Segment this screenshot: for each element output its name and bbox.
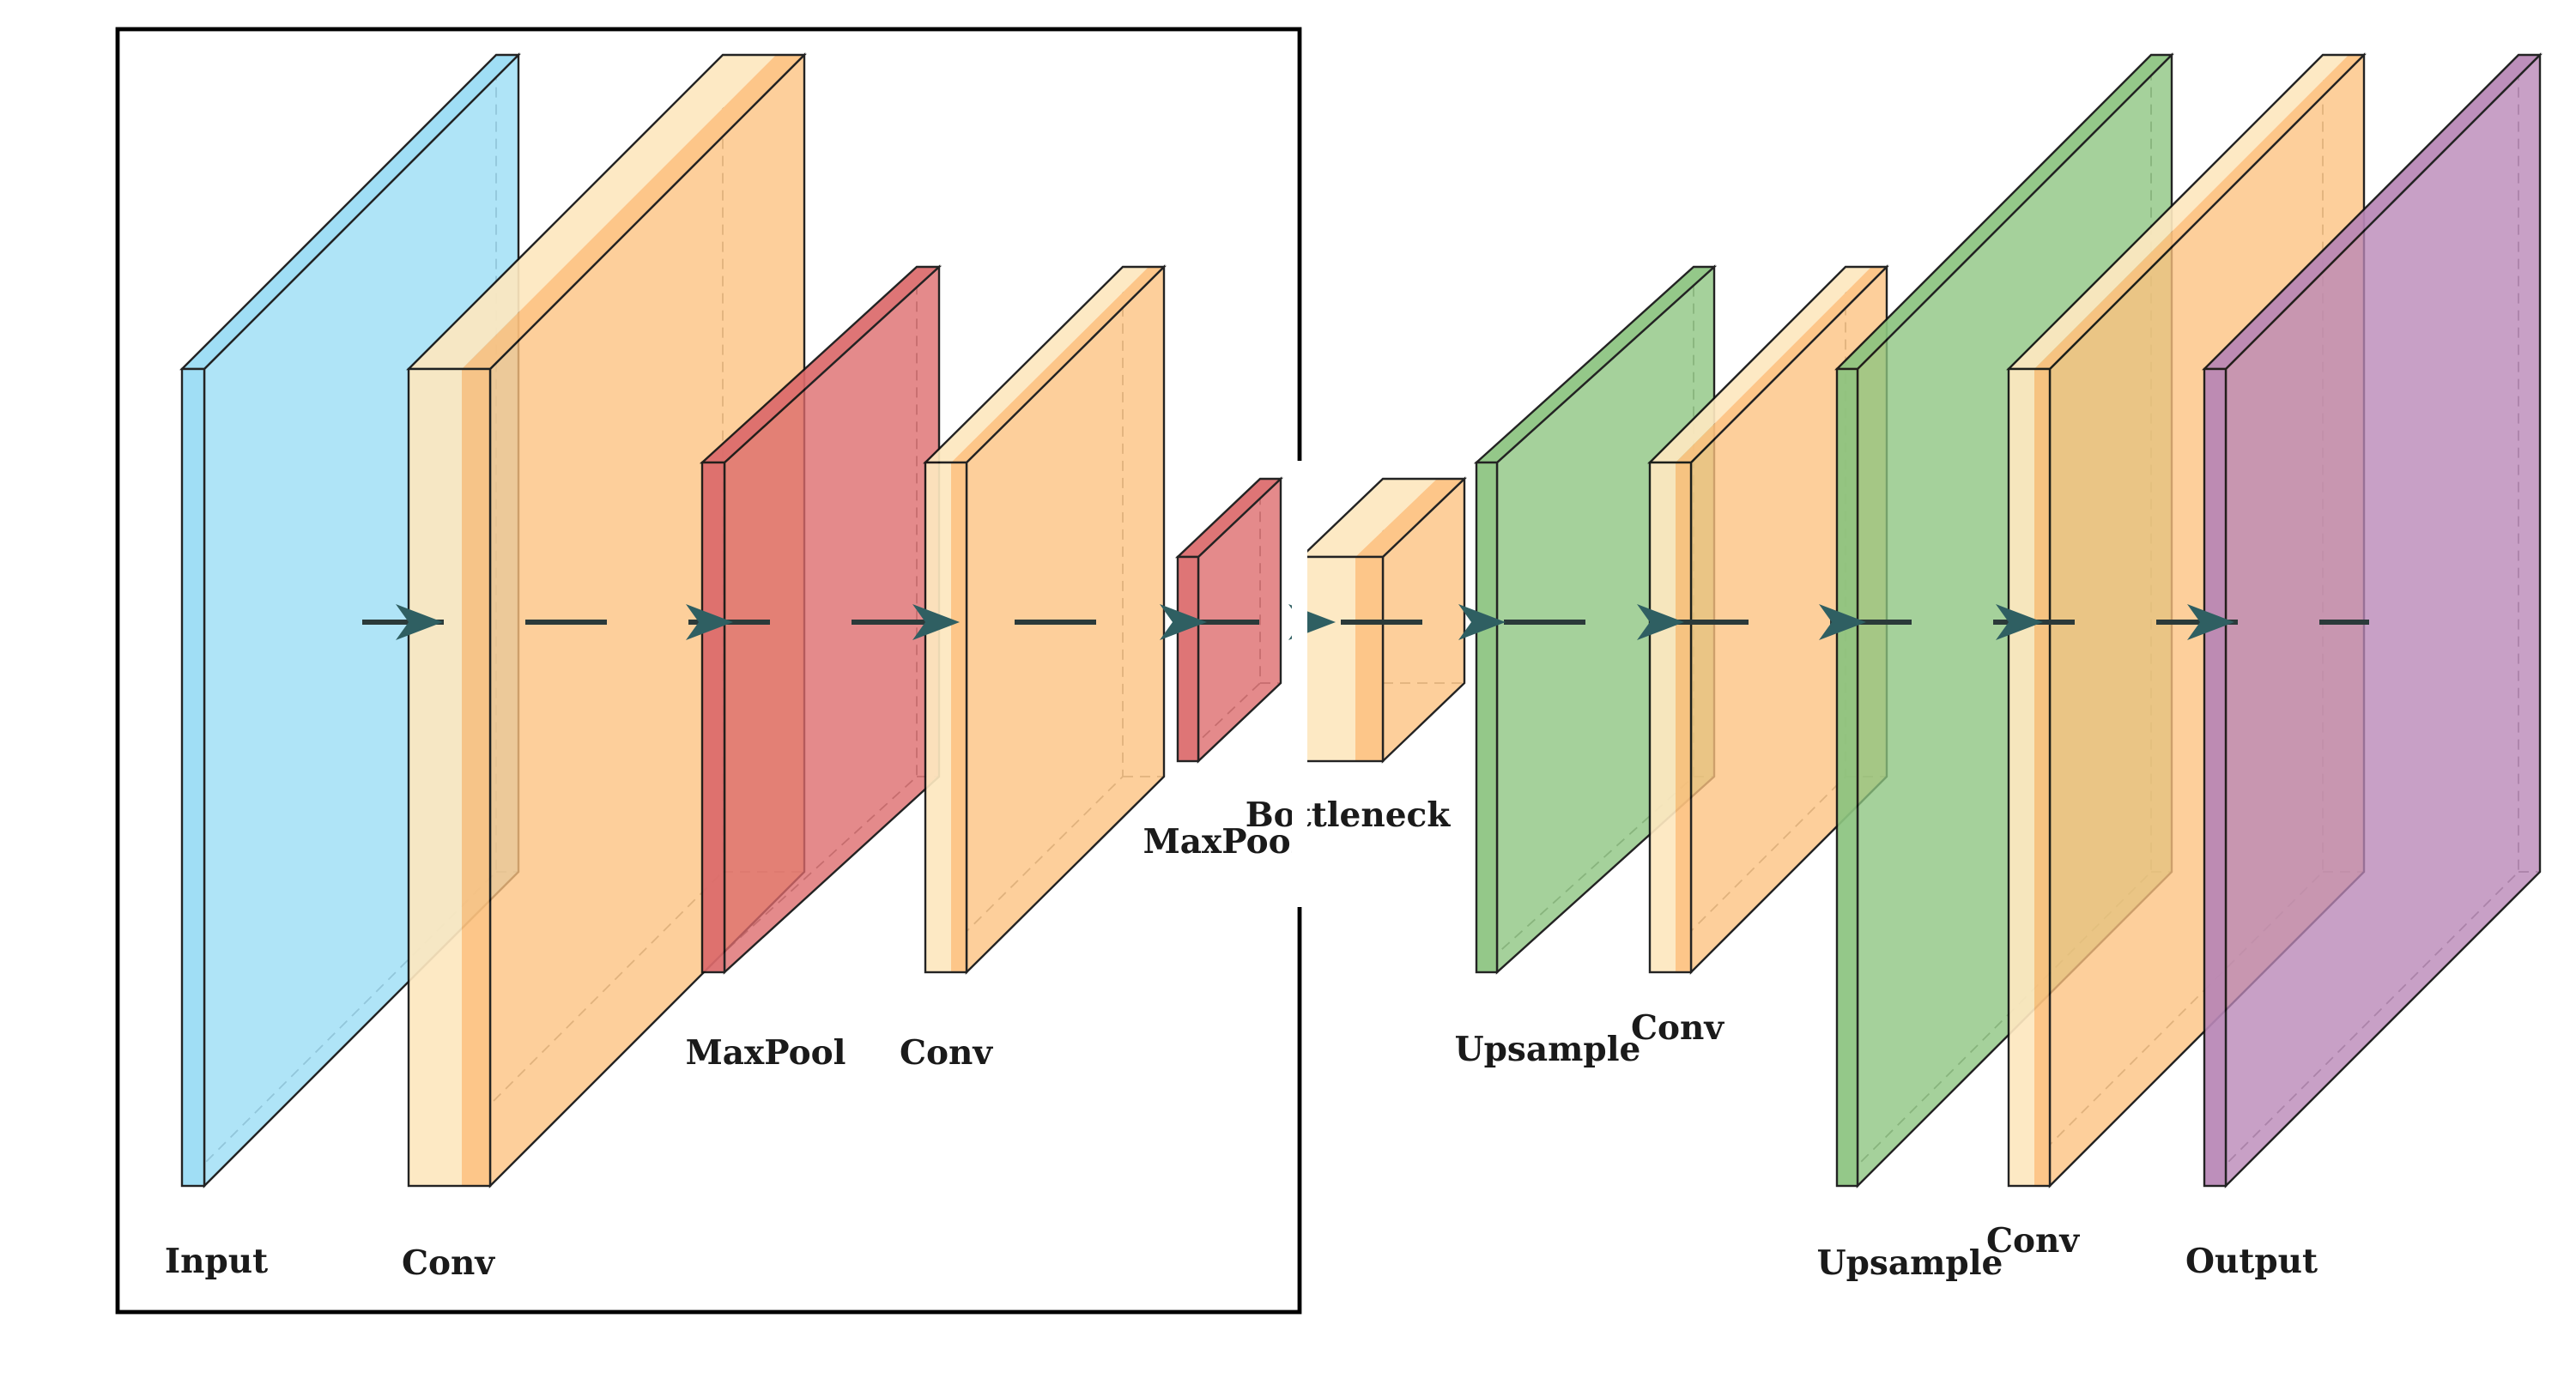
layer-conv-5 bbox=[1299, 476, 1467, 764]
arrowhead-6 bbox=[1637, 604, 1684, 640]
front-face bbox=[700, 461, 726, 974]
frame-gap bbox=[1292, 461, 1307, 907]
front-face bbox=[1835, 367, 1859, 1188]
layer-label-5: Bottleneck bbox=[1246, 795, 1452, 835]
front-face bbox=[1176, 555, 1200, 763]
front-face-outline bbox=[407, 367, 492, 1188]
top-face bbox=[1355, 479, 1464, 557]
layer-label-4: MaxPool bbox=[1143, 822, 1304, 862]
front-face bbox=[462, 369, 490, 1186]
front-face-light bbox=[2009, 369, 2034, 1186]
top-face bbox=[951, 267, 1164, 463]
arrowhead-2 bbox=[912, 604, 960, 640]
encoder-frame bbox=[115, 27, 1307, 1315]
top-face-light bbox=[409, 55, 776, 369]
top-face-light bbox=[1301, 479, 1437, 557]
front-face-outline bbox=[924, 461, 968, 974]
front-face-outline bbox=[1648, 461, 1693, 974]
layer-label-6: Upsample bbox=[1455, 1030, 1641, 1069]
front-face-outline bbox=[2007, 367, 2052, 1188]
arrowhead-1 bbox=[686, 604, 733, 640]
top-face bbox=[2034, 55, 2364, 369]
front-face bbox=[1475, 461, 1499, 974]
arrowhead-8 bbox=[1996, 604, 2043, 640]
top-face bbox=[462, 55, 804, 369]
front-face bbox=[1355, 557, 1383, 761]
front-face-light bbox=[925, 463, 951, 972]
layer-label-8: Upsample bbox=[1817, 1243, 2003, 1283]
top-face-light bbox=[1650, 267, 1871, 463]
front-face bbox=[1676, 463, 1691, 972]
arrowhead-5 bbox=[1458, 604, 1506, 640]
layer-label-7: Conv bbox=[1631, 1008, 1724, 1048]
layer-label-10: Output bbox=[2185, 1242, 2318, 1281]
layer-label-9: Conv bbox=[1986, 1221, 2080, 1261]
top-face-light bbox=[925, 267, 1149, 463]
front-face bbox=[2034, 369, 2050, 1186]
front-face-light bbox=[1650, 463, 1676, 972]
front-face bbox=[951, 463, 967, 972]
front-face-light bbox=[409, 369, 462, 1186]
front-face bbox=[2203, 367, 2227, 1188]
arrowhead-9 bbox=[2187, 604, 2234, 640]
arrowhead-7 bbox=[1819, 604, 1866, 640]
layer-blocks bbox=[179, 52, 2543, 1188]
front-face-light bbox=[1301, 557, 1355, 761]
layer-label-2: MaxPool bbox=[686, 1033, 846, 1073]
layer-label-0: Input bbox=[165, 1242, 268, 1281]
layer-output-10 bbox=[2202, 52, 2543, 1188]
arrowhead-0 bbox=[396, 604, 443, 640]
layer-label-3: Conv bbox=[900, 1033, 993, 1073]
layer-label-1: Conv bbox=[402, 1243, 495, 1283]
arrowhead-3 bbox=[1160, 604, 1207, 640]
layer-pool-2 bbox=[699, 264, 943, 975]
top-face-light bbox=[2009, 55, 2349, 369]
front-face bbox=[180, 367, 206, 1188]
top-face bbox=[1676, 267, 1887, 463]
